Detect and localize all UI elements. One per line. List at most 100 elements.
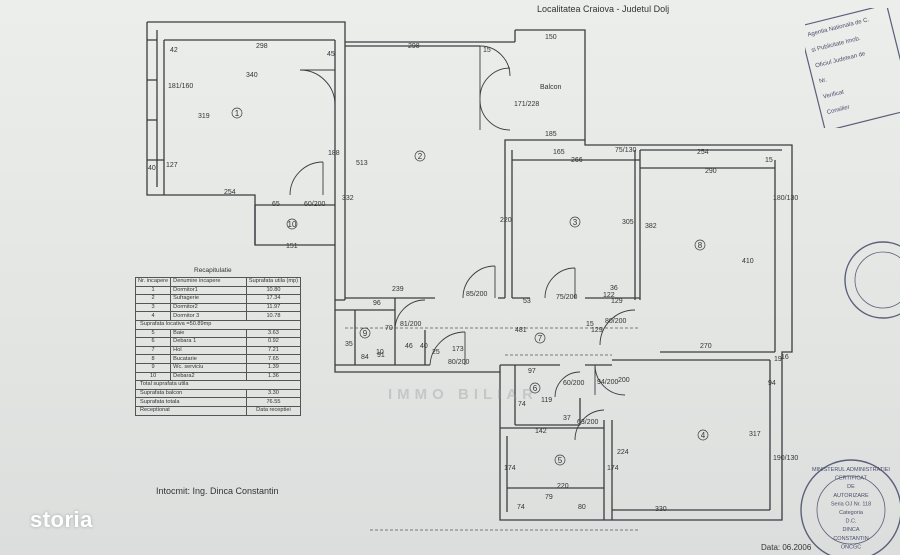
recap-reception-label: Receptionat bbox=[135, 405, 247, 416]
room-number: 5 bbox=[558, 456, 563, 465]
room-marker-5 bbox=[554, 454, 566, 466]
dimension-label: 40 bbox=[148, 165, 156, 172]
dimension-label: 298 bbox=[256, 43, 268, 50]
room-number: 7 bbox=[538, 334, 543, 343]
recap-total-area: 76.55 bbox=[245, 397, 302, 407]
watermark-text: IMMO BILIAR bbox=[388, 386, 538, 403]
recap-cell-nr: 6 bbox=[134, 337, 172, 347]
recap-cell-nr: 5 bbox=[134, 328, 172, 339]
dimension-label: 80/200 bbox=[448, 359, 470, 366]
storia-logo: storia bbox=[30, 507, 93, 532]
room-marker-1 bbox=[231, 107, 243, 119]
stamp-text: Nr. bbox=[819, 77, 828, 85]
recap-cell-area: 7.65 bbox=[245, 354, 302, 364]
dimension-label: 481 bbox=[515, 327, 527, 334]
recap-reception-date: Data receptiei bbox=[245, 405, 302, 416]
dimension-label: 80/200 bbox=[605, 318, 627, 325]
recap-header-row: Nr. incapere Denumire incapere Suprafata… bbox=[134, 277, 302, 287]
recap-cell-area: 1.39 bbox=[245, 362, 302, 373]
recap-balcony-area: 3.30 bbox=[245, 388, 302, 399]
dimension-label: 174 bbox=[504, 465, 516, 472]
dimension-label: 74 bbox=[517, 504, 525, 511]
dimension-label: 142 bbox=[535, 428, 547, 435]
recap-cell-area: 17.34 bbox=[245, 294, 302, 304]
recap-cell-name: Sufragerie bbox=[170, 294, 247, 304]
stamp-text: CONSTANTIN bbox=[833, 536, 868, 542]
dimension-label: 25 bbox=[432, 349, 440, 356]
location-header: Localitatea Craiova - Judetul Dolj bbox=[537, 4, 670, 14]
authorization-stamp: MINISTERUL ADMINISTRATIEICERTIFICATDEAUT… bbox=[800, 459, 900, 555]
room-marker-6 bbox=[529, 382, 541, 394]
dimension-label: 319 bbox=[198, 113, 210, 120]
room-marker-10 bbox=[286, 218, 298, 230]
stamp-text: CERTIFICAT bbox=[835, 476, 868, 482]
recap-balcony-label: Suprafata balcon bbox=[135, 388, 247, 399]
dimension-label: 382 bbox=[645, 223, 657, 230]
stamp-text: Oficiul Judetean de bbox=[815, 51, 867, 69]
dimension-label: 127 bbox=[166, 162, 178, 169]
dimension-label: 63/200 bbox=[577, 419, 599, 426]
dimension-label: 181/160 bbox=[168, 83, 193, 90]
dimension-label: 75/130 bbox=[615, 147, 637, 154]
recap-cell-nr: 10 bbox=[134, 371, 172, 382]
dimension-label: 40 bbox=[420, 343, 428, 350]
recap-total-util: Total suprafata utila bbox=[135, 380, 301, 390]
dimension-label: 165 bbox=[553, 149, 565, 156]
recap-col-name: Denumire incapere bbox=[170, 277, 247, 287]
dimension-label: 45 bbox=[327, 51, 335, 58]
dimension-label: 91 bbox=[377, 352, 385, 359]
recap-cell-area: 0.92 bbox=[245, 337, 302, 347]
recap-cell-nr: 2 bbox=[134, 294, 172, 304]
recap-table: Nr. incapere Denumire incapere Suprafata… bbox=[134, 277, 302, 416]
recap-col-nr: Nr. incapere bbox=[134, 277, 172, 287]
stamp-text: AUTORIZARE bbox=[833, 493, 869, 499]
room-marker-8 bbox=[694, 239, 706, 251]
recap-title: Recapitulatie bbox=[194, 267, 232, 274]
recap-cell-area: 10.80 bbox=[245, 285, 302, 296]
recap-cell-area: 10.78 bbox=[245, 311, 302, 321]
recap-cell-name: Debara2 bbox=[170, 371, 247, 382]
dimension-label: 15 bbox=[586, 321, 594, 328]
dimension-label: 80 bbox=[578, 504, 586, 511]
room-marker-9 bbox=[359, 327, 371, 339]
dimension-label: 239 bbox=[392, 286, 404, 293]
author-line: Intocmit: Ing. Dinca Constantin bbox=[156, 486, 279, 496]
dimension-label: 190/130 bbox=[773, 455, 798, 462]
room-number: 3 bbox=[573, 218, 578, 227]
dimension-label: 317 bbox=[749, 431, 761, 438]
recap-cell-name: Wc. serviciu bbox=[170, 362, 247, 373]
dimension-label: 290 bbox=[705, 168, 717, 175]
stamp-text: DE bbox=[847, 484, 855, 490]
dimension-label: 37 bbox=[563, 415, 571, 422]
dimension-label: 298 bbox=[408, 43, 420, 50]
dimension-label: 35 bbox=[345, 341, 353, 348]
room-number: 1 bbox=[235, 109, 240, 118]
dimension-label: 173 bbox=[452, 346, 464, 353]
dimension-label: 85/200 bbox=[466, 291, 488, 298]
room-number: 9 bbox=[363, 329, 368, 338]
dimension-label: 74 bbox=[518, 401, 526, 408]
recap-total-label: Suprafata totala bbox=[135, 397, 247, 407]
dimension-label: 19 bbox=[774, 356, 782, 363]
dimension-label: 410 bbox=[742, 258, 754, 265]
dimension-label: 270 bbox=[700, 343, 712, 350]
dimension-label: 129 bbox=[591, 327, 603, 334]
dimension-label: 81/200 bbox=[400, 321, 422, 328]
outer-wall bbox=[146, 22, 793, 521]
dimension-label: 10 bbox=[376, 349, 384, 356]
recap-cell-name: Hol bbox=[170, 345, 247, 356]
door-swing bbox=[299, 69, 336, 106]
dimension-label: 266 bbox=[571, 157, 583, 164]
stamp-text: DINCA bbox=[842, 527, 859, 533]
recap-total-util-row: Total suprafata utila bbox=[135, 380, 301, 390]
dimension-label: 254 bbox=[224, 189, 236, 196]
dimension-label: 46 bbox=[405, 343, 413, 350]
dimension-label: 94/200 bbox=[597, 379, 619, 386]
room-marker-2 bbox=[414, 150, 426, 162]
